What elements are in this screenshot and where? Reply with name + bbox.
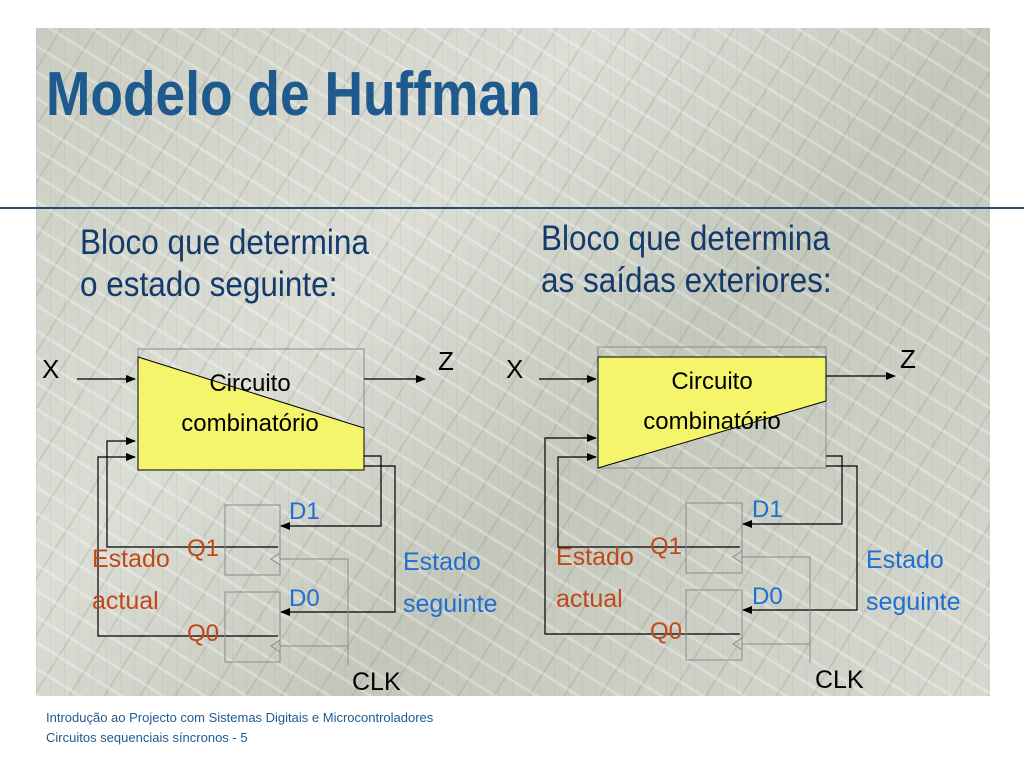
left-ff0-clock-mark xyxy=(270,639,281,653)
right-block-label-1: Circuito xyxy=(671,368,752,395)
left-d1-line xyxy=(280,455,382,530)
right-ff1-clock-mark xyxy=(732,550,743,564)
left-ff1-clock-mark xyxy=(270,552,281,566)
left-d0-line xyxy=(280,465,396,616)
right-clock-line-1 xyxy=(742,556,811,663)
right-input-label: X xyxy=(506,354,523,384)
right-d0-label: D0 xyxy=(752,583,783,610)
left-d0-label: D0 xyxy=(289,585,320,612)
right-output-label: Z xyxy=(900,344,916,374)
right-q1-feedback-line xyxy=(557,453,740,548)
left-q0-feedback-line xyxy=(97,453,278,637)
right-q1-label: Q1 xyxy=(650,533,682,560)
left-current-state-line1: Estado xyxy=(92,545,170,573)
left-heading-line2: o estado seguinte: xyxy=(80,265,338,304)
right-block-label-2: combinatório xyxy=(643,408,780,435)
right-flipflop-1 xyxy=(685,502,743,574)
left-current-state-line2: actual xyxy=(92,587,159,615)
background-photo xyxy=(36,28,990,696)
left-next-state-line1: Estado xyxy=(403,548,481,576)
footer-section: Circuitos sequenciais síncronos - 5 xyxy=(46,730,248,745)
right-heading: Bloco que determina as saídas exteriores… xyxy=(541,218,832,302)
left-d1-label: D1 xyxy=(289,498,320,525)
left-flipflop-0 xyxy=(224,591,281,663)
left-block-label-1: Circuito xyxy=(209,370,290,397)
left-q0-label: Q0 xyxy=(187,620,219,647)
left-block-label-2: combinatório xyxy=(181,410,318,437)
right-q0-label: Q0 xyxy=(650,618,682,645)
left-combinational-block xyxy=(137,356,365,471)
right-current-state-line1: Estado xyxy=(556,543,634,571)
right-heading-line2: as saídas exteriores: xyxy=(541,261,832,300)
right-clock-label: CLK xyxy=(815,666,864,694)
left-q1-feedback-line xyxy=(106,437,278,548)
right-q0-feedback-line xyxy=(544,434,740,635)
right-d1-line xyxy=(742,455,843,528)
right-next-state-line1: Estado xyxy=(866,546,944,574)
left-flipflop-1 xyxy=(224,504,281,576)
left-output-label: Z xyxy=(438,346,454,376)
right-current-state-line2: actual xyxy=(556,585,623,613)
left-clock-label: CLK xyxy=(352,668,401,696)
footer-course: Introdução ao Projecto com Sistemas Digi… xyxy=(46,710,434,725)
left-clock-line-1 xyxy=(280,558,349,665)
right-diagram: X Z Circuito combinatório D1 D0 Q1 Q0 Es… xyxy=(506,344,961,694)
right-d1-label: D1 xyxy=(752,496,783,523)
right-flipflop-0 xyxy=(685,589,743,661)
right-heading-line1: Bloco que determina xyxy=(541,219,830,258)
left-next-state-line2: seguinte xyxy=(403,590,498,618)
right-combinational-block xyxy=(597,356,827,469)
page-title: Modelo de Huffman xyxy=(46,60,541,129)
right-next-state-line2: seguinte xyxy=(866,588,961,616)
left-input-label: X xyxy=(42,354,59,384)
footer: Introdução ao Projecto com Sistemas Digi… xyxy=(46,708,433,748)
right-d0-line xyxy=(742,465,858,614)
left-heading: Bloco que determina o estado seguinte: xyxy=(80,222,369,306)
left-q1-label: Q1 xyxy=(187,535,219,562)
right-ff0-clock-mark xyxy=(732,637,743,651)
title-divider xyxy=(0,207,1024,209)
left-diagram: X Z Circuito combinatório D1 D0 Q1 Q0 Es… xyxy=(42,346,498,696)
left-heading-line1: Bloco que determina xyxy=(80,223,369,262)
